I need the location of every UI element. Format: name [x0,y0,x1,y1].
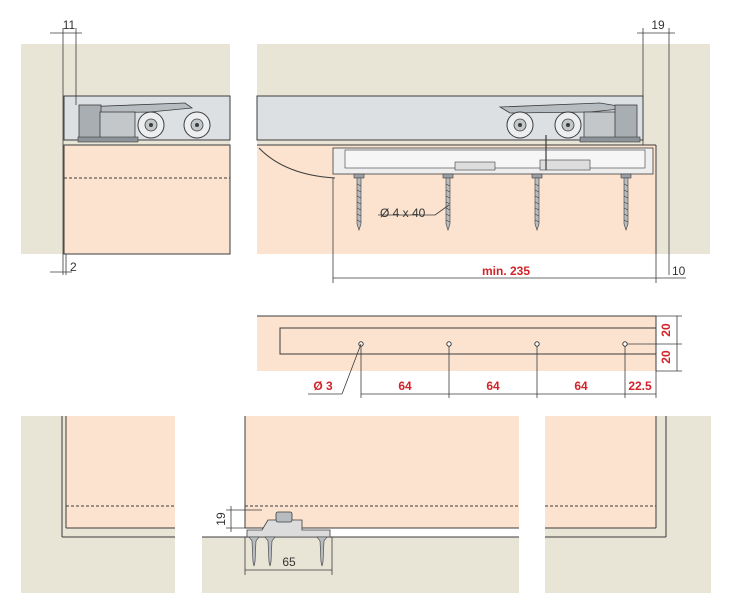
mounting-plate [332,135,654,175]
edge-distance: 22.5 [628,379,652,393]
hole-spacing-1: 64 [398,379,412,393]
screw-icon [442,173,454,231]
screw-icon [316,536,328,567]
door-edge-strip [257,316,656,371]
drill-hole-icon [534,341,540,347]
vertical-offset-1: 20 [659,323,673,337]
screw-icon [264,536,276,567]
bottom-left-view [21,416,175,593]
dimension-right-gap: 19 [651,18,665,32]
bottom-right-view [545,416,711,593]
floor-guide [246,511,331,538]
dimension-min-length: min. 235 [482,264,530,278]
screw-icon [531,173,543,231]
roller-carriage-right [498,102,641,143]
drill-hole-icon [622,341,628,347]
dimension-bottom-gap: 2 [70,260,77,274]
dimension-end-clearance: 10 [672,264,686,278]
hole-diameter-label: Ø 3 [313,379,333,393]
drill-pattern-view [257,315,682,398]
hole-spacing-2: 64 [486,379,500,393]
screw-icon [248,536,260,567]
door-swing-arc [258,147,336,179]
screw-icon [353,173,365,231]
door-panel-left [63,144,231,255]
dimension-guide-height: 19 [214,512,228,526]
bottom-middle-view [202,416,519,593]
vertical-offset-2: 20 [659,350,673,364]
top-right-view [256,28,710,283]
hole-spacing-3: 64 [574,379,588,393]
drill-hole-icon [446,341,452,347]
screw-icon [620,173,632,231]
roller-carriage-left [77,102,211,143]
mounting-plate-outline [279,327,657,355]
dimension-guide-width: 65 [282,555,296,569]
dimension-left-gap: 11 [63,18,76,32]
top-left-view [21,28,231,275]
screw-spec-label: Ø 4 x 40 [380,206,426,220]
